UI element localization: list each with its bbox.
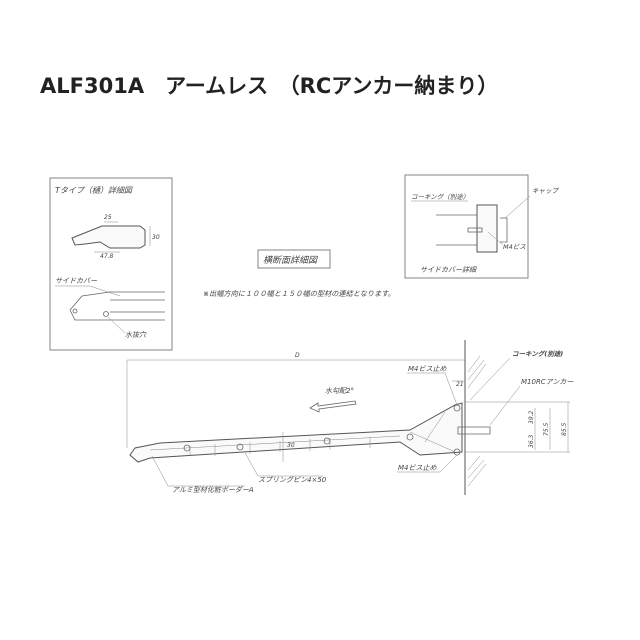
dim-d-label: D xyxy=(295,352,300,359)
section-heading-frame xyxy=(257,249,331,269)
side-cover-detail-frame xyxy=(404,174,529,279)
spring-pin-label: スプリングピン4×50 xyxy=(258,476,327,484)
caulking-label: コーキング（別途） xyxy=(411,193,469,201)
dim-25-label: 25 xyxy=(104,214,112,221)
section-note: ※出幅方向に１００幅と１５０幅の型材の連結となります。 xyxy=(203,289,395,298)
slope-arrow-icon xyxy=(309,400,357,413)
m4-screw-label: M4ビス xyxy=(503,243,526,251)
awning-profile xyxy=(129,402,463,463)
side-cover-profile xyxy=(69,291,165,321)
page-title: ALF301A アームレス （RCアンカー納まり） xyxy=(40,74,499,98)
section-heading: 横断面詳細図 xyxy=(263,255,319,266)
dim-75-5-label: 75.5 xyxy=(543,422,550,436)
t-type-detail-panel: Tタイプ（樋）詳細図 25 30 47.8 サイドカバー 水抜穴 xyxy=(49,177,173,351)
dim-30-section-label: 30 xyxy=(287,442,295,449)
dim-36-3-label: 36.3 xyxy=(528,434,535,448)
dim-39-2-label: 39.2 xyxy=(528,410,535,424)
cap-profile xyxy=(476,204,498,253)
side-cover-detail-heading: サイドカバー詳細 xyxy=(420,266,477,274)
gutter-profile xyxy=(71,225,146,249)
dim-30-label: 30 xyxy=(152,234,160,241)
t-type-detail-frame xyxy=(49,177,173,351)
t-type-detail-heading: Tタイプ（樋）詳細図 xyxy=(55,186,133,195)
screw-bottom-label: M4ビス止め xyxy=(398,464,437,472)
slope-label: 水勾配2° xyxy=(325,387,354,395)
border-label: アルミ型材化粧ボーダーA xyxy=(172,486,254,494)
drain-hole-icon xyxy=(103,311,109,317)
dim-21-label: 21 xyxy=(456,381,464,388)
cap-label: キャップ xyxy=(532,187,560,195)
screw-top-label: M4ビス止め xyxy=(408,365,447,373)
dim-85-5-label: 85.5 xyxy=(561,422,568,436)
drain-hole-label: 水抜穴 xyxy=(125,331,147,339)
anchor-label: M10RCアンカー xyxy=(521,378,574,386)
screw-icon xyxy=(467,227,483,233)
side-cover-detail-panel: コーキング（別途） キャップ M4ビス サイドカバー詳細 xyxy=(404,174,560,279)
cross-section-drawing: D 水勾配2° 30 スプリングピン4×50 アルミ型材化粧ボーダーA M4ビス… xyxy=(126,340,574,495)
dim-47-8-label: 47.8 xyxy=(100,253,114,260)
anchor-bolt-icon xyxy=(457,426,491,435)
caulking-section-label: コーキング(別途) xyxy=(512,350,563,358)
side-cover-label: サイドカバー xyxy=(55,277,98,285)
